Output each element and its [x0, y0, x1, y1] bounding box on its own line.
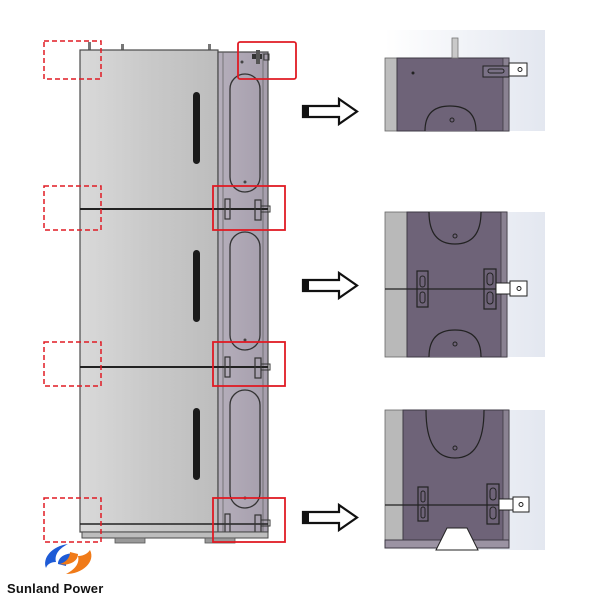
- detail-screw: [411, 71, 415, 75]
- solid-highlight-box: [212, 185, 286, 231]
- detail-bracket: [416, 268, 528, 310]
- dashed-highlight-box: [43, 185, 102, 231]
- panel-screw: [240, 60, 244, 64]
- detail-grey-panel: [384, 409, 404, 541]
- dashed-highlight-box: [43, 341, 102, 387]
- detail-oval-cutout: [428, 211, 482, 245]
- side-oval-cutout: [229, 389, 261, 509]
- joint-bracket: [224, 198, 271, 221]
- cabinet-base: [81, 531, 269, 539]
- solid-highlight-boxes: [212, 41, 297, 543]
- joint-bracket-top: [252, 50, 270, 64]
- panel-screw: [243, 180, 247, 184]
- solid-highlight-box: [212, 341, 286, 387]
- side-oval-cutout: [229, 231, 261, 351]
- solid-highlight-box: [212, 497, 286, 543]
- detail-screw: [452, 233, 458, 239]
- detail-screw: [452, 341, 458, 347]
- dashed-highlight-boxes: [43, 40, 102, 543]
- dashed-highlight-box: [43, 497, 102, 543]
- top-stud: [121, 44, 124, 50]
- detail-edge-strip: [502, 57, 510, 132]
- logo-orange-core: [60, 552, 78, 565]
- detail-oval-cutout: [425, 409, 485, 459]
- solid-highlight-box: [237, 41, 297, 80]
- cabinet-foot: [204, 537, 236, 544]
- logo-blue-core: [58, 553, 76, 566]
- detail-foot-notch: [435, 527, 479, 551]
- arrow-tail-block: [303, 106, 309, 117]
- arrow-icons: [301, 96, 359, 533]
- arrow-tail-block: [303, 280, 309, 291]
- side-oval-cutout: [229, 73, 261, 193]
- panel-screw: [243, 338, 247, 342]
- detail-grey-panel: [384, 57, 398, 132]
- arrow-tail-block: [303, 512, 309, 523]
- logo-blue-swoosh: [45, 544, 68, 568]
- joint-bracket: [224, 356, 271, 379]
- right-arrow-icon: [301, 96, 359, 127]
- top-stud: [208, 44, 211, 50]
- module-handle: [193, 92, 200, 164]
- detail-top-stud: [451, 37, 459, 59]
- detail-screw: [449, 117, 455, 123]
- top-stud: [88, 42, 91, 50]
- detail-view-top: [384, 30, 545, 132]
- detail-view-bottom: [384, 409, 545, 551]
- detail-bracket: [417, 483, 530, 525]
- logo-orange-swoosh: [66, 550, 92, 574]
- dashed-highlight-box: [43, 40, 102, 80]
- detail-grey-panel: [384, 211, 408, 358]
- detail-oval-cutout: [428, 329, 482, 358]
- sunland-power-logo-icon: [45, 544, 92, 574]
- module-handle: [193, 408, 200, 480]
- module-handle: [193, 250, 200, 322]
- detail-edge-strip: [502, 409, 510, 541]
- right-arrow-icon: [301, 502, 359, 533]
- detail-screw: [452, 445, 458, 451]
- right-arrow-icon: [301, 270, 359, 301]
- detail-view-middle: [384, 211, 545, 358]
- battery-cabinet-stack: [79, 42, 271, 544]
- brand-name: Sunland Power: [7, 581, 104, 596]
- cabinet-foot: [114, 537, 146, 544]
- detail-bracket: [482, 62, 528, 78]
